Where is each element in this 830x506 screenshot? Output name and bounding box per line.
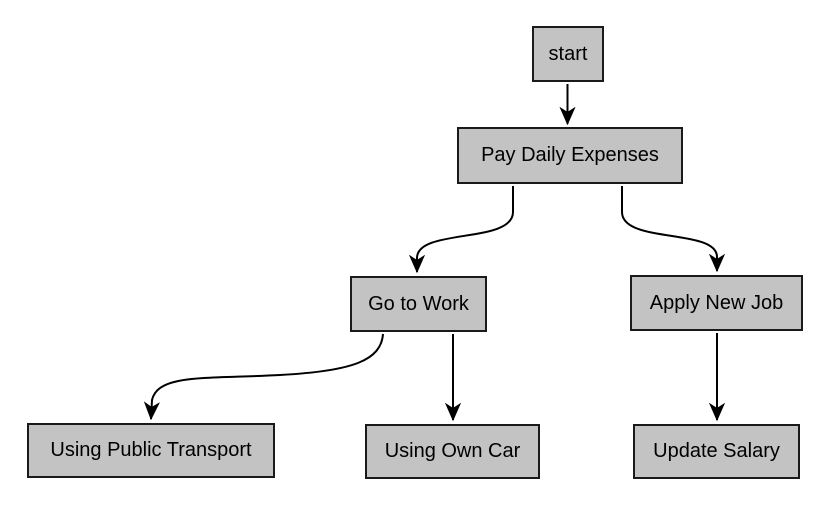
node-update-salary-label: Update Salary [653,440,780,462]
node-apply-new-job: Apply New Job [630,275,803,331]
node-using-own-car: Using Own Car [365,424,540,479]
node-using-public-transport: Using Public Transport [27,423,275,478]
node-start: start [532,26,604,82]
node-using-public-transport-label: Using Public Transport [50,439,252,461]
edge-pay-daily-expenses-to-apply-new-job [621,186,717,271]
node-start-label: start [548,42,588,65]
node-apply-new-job-label: Apply New Job [649,291,784,314]
node-pay-daily-expenses: Pay Daily Expenses [457,127,683,184]
node-pay-daily-expenses-label: Pay Daily Expenses [481,144,659,166]
edge-pay-daily-expenses-to-go-to-work [417,186,514,272]
node-using-own-car-label: Using Own Car [384,440,521,462]
edge-go-to-work-to-using-public-transport [151,333,384,419]
node-go-to-work-label: Go to Work [368,292,469,315]
node-go-to-work: Go to Work [350,276,487,332]
node-update-salary: Update Salary [633,424,800,479]
